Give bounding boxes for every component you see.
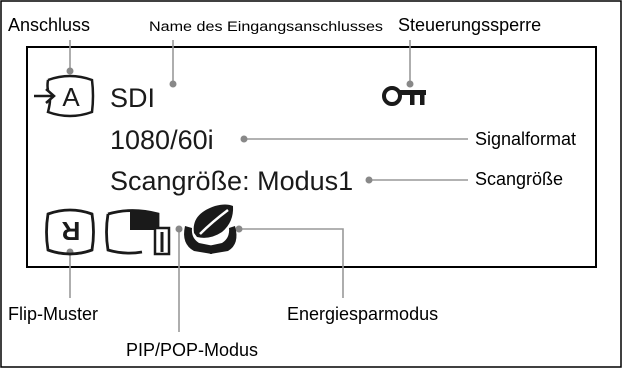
signal-format: 1080/60i	[110, 125, 214, 155]
leaf-hands-icon	[184, 204, 237, 254]
dot-name	[169, 80, 177, 88]
input-arrow-icon: A	[34, 74, 95, 118]
leader-eco	[239, 228, 344, 298]
label-scangroesse: Scangröße	[475, 169, 563, 189]
flip-letter: R	[61, 216, 80, 246]
label-signalformat: Signalformat	[475, 129, 576, 149]
dot-scan	[365, 176, 373, 184]
dot-pip	[175, 225, 183, 233]
dot-signalformat	[240, 135, 248, 143]
leader-dots	[66, 67, 414, 256]
label-steuerungssperre: Steuerungssperre	[398, 15, 541, 35]
leader-lines	[69, 40, 468, 332]
input-letter: A	[62, 82, 80, 112]
flip-pattern-icon: R	[45, 208, 95, 256]
dot-eco	[235, 225, 243, 233]
scan-size: Scangröße: Modus1	[110, 166, 353, 196]
label-flip-muster: Flip-Muster	[8, 304, 98, 324]
label-name-eingang: Name des Eingangsanschlusses	[149, 19, 383, 34]
lcd-panel	[26, 46, 597, 268]
label-pip-pop: PIP/POP-Modus	[126, 340, 258, 360]
input-name: SDI	[110, 83, 155, 113]
label-anschluss: Anschluss	[8, 15, 90, 35]
label-energiesparmodus: Energiesparmodus	[287, 304, 438, 324]
dot-lock	[406, 80, 414, 88]
key-lock-icon	[382, 86, 426, 106]
dot-anschluss	[66, 67, 74, 75]
pip-pop-icon	[105, 209, 171, 256]
